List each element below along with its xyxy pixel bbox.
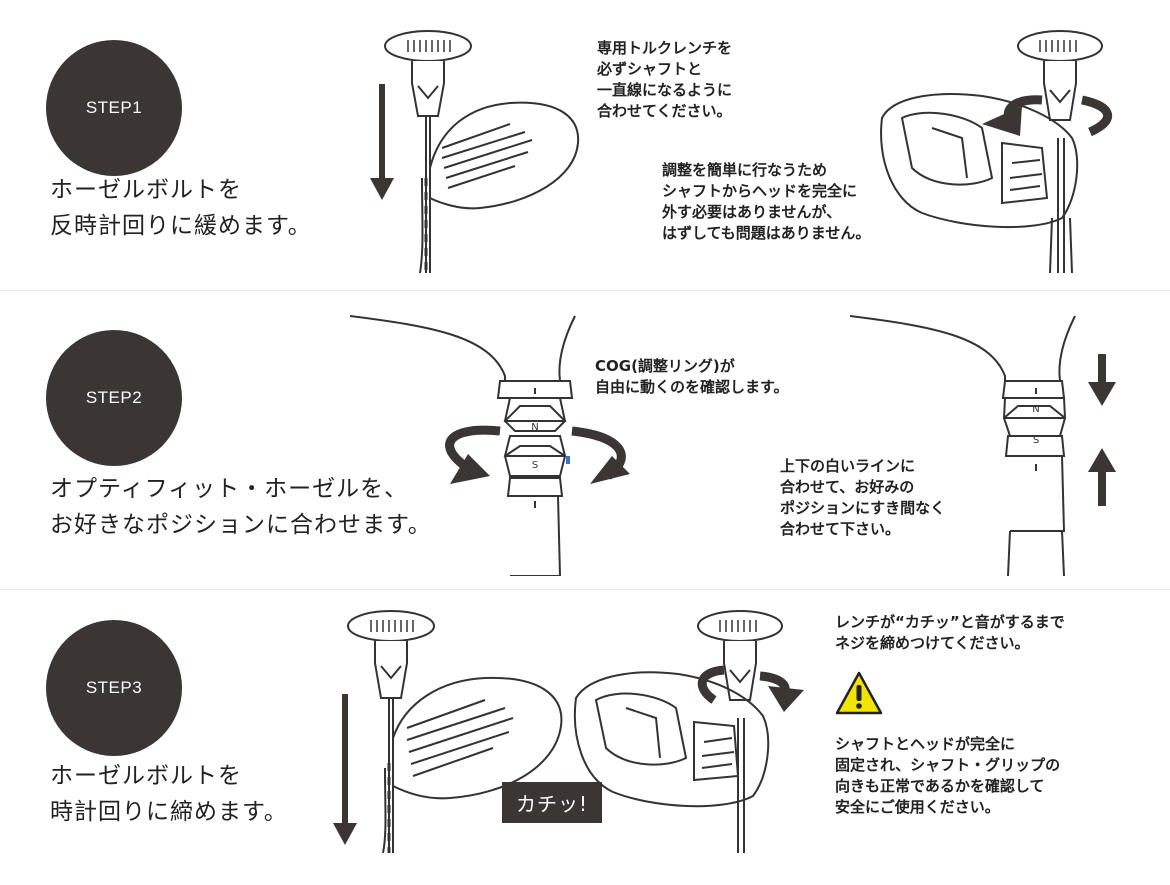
step2-note1: COG(調整リング)が 自由に動くのを確認します。	[595, 356, 789, 398]
step2-title-line2: お好きなポジションに合わせます。	[50, 512, 432, 538]
step2-hosel-align-illustration: N S	[850, 315, 1116, 576]
step3-badge-label: STEP3	[85, 678, 143, 697]
torque-wrench-icon	[697, 610, 783, 701]
step2-badge: STEP2	[46, 330, 182, 466]
up-arrow-icon	[1088, 448, 1116, 506]
step2-note2-line: 合わせて、お好みの	[780, 478, 915, 496]
step3-note2-line: 固定され、シャフト・グリップの	[835, 756, 1061, 774]
step1-note2-line: 外す必要はありませんが、	[662, 203, 842, 221]
step3-head-rotate-illustration	[573, 610, 804, 853]
step1-note1-line: 必ずシャフトと	[597, 60, 703, 78]
step2-title: オプティフィット・ホーゼルを、 お好きなポジションに合わせます。	[50, 471, 432, 543]
blue-alignment-mark	[566, 456, 570, 464]
step2-note1-line: 自由に動くのを確認します。	[595, 378, 789, 396]
step3-note2-line: 向きも正常であるかを確認して	[835, 777, 1045, 795]
step3-note1-line: ネジを締めつけてください。	[835, 634, 1030, 652]
step3-note1: レンチが“カチッ”と音がするまで ネジを締めつけてください。	[835, 612, 1065, 654]
step2-note1-line: COG(調整リング)が	[595, 357, 735, 375]
click-sound-label: カチッ!	[502, 782, 603, 823]
step1-note1-line: 専用トルクレンチを	[597, 39, 733, 57]
step1-note1: 専用トルクレンチを 必ずシャフトと 一直線になるように 合わせてください。	[597, 38, 732, 122]
step2-note2: 上下の白いラインに 合わせて、お好みの ポジションにすき間なく 合わせて下さい。	[780, 456, 945, 540]
section-divider	[0, 290, 1170, 291]
step3-title-line1: ホーゼルボルトを	[50, 763, 242, 789]
down-arrow-icon	[1088, 354, 1116, 406]
step2-hosel-rotate-illustration: N S	[350, 315, 630, 576]
step1-title: ホーゼルボルトを 反時計回りに緩めます。	[50, 172, 312, 244]
step1-note2: 調整を簡単に行なうため シャフトからヘッドを完全に 外す必要はありませんが、 は…	[662, 160, 870, 244]
step1-driver-wrench-illustration	[370, 30, 580, 273]
step3-driver-wrench-illustration	[333, 610, 563, 853]
step3-note2-line: 安全にご使用ください。	[835, 798, 1000, 816]
step2-note2-line: 上下の白いラインに	[780, 457, 916, 475]
step2-note2-line: ポジションにすき間なく	[780, 499, 946, 517]
step2-title-line1: オプティフィット・ホーゼルを、	[50, 476, 409, 502]
torque-wrench-icon	[384, 30, 472, 273]
rotate-arrow-icon	[697, 665, 804, 712]
step2-note2-line: 合わせて下さい。	[780, 520, 901, 538]
rotate-arrow-icon	[982, 95, 1113, 137]
torque-wrench-icon	[1017, 30, 1103, 121]
step3-note1-line: レンチが“カチッ”と音がするまで	[835, 613, 1065, 631]
down-arrow-icon	[333, 694, 357, 845]
step3-title: ホーゼルボルトを 時計回りに締めます。	[50, 758, 288, 830]
step1-title-line1: ホーゼルボルトを	[50, 177, 242, 203]
step2-badge-label: STEP2	[85, 388, 143, 407]
step3-note2: シャフトとヘッドが完全に 固定され、シャフト・グリップの 向きも正常であるかを確…	[835, 734, 1060, 818]
down-arrow-icon	[370, 84, 394, 200]
step1-badge-label: STEP1	[85, 98, 143, 117]
step3-note2-line: シャフトとヘッドが完全に	[835, 735, 1016, 753]
step3-title-line2: 時計回りに締めます。	[50, 799, 288, 825]
step1-title-line2: 反時計回りに緩めます。	[50, 213, 312, 239]
torque-wrench-icon	[347, 610, 435, 853]
ring-mark-s: S	[1033, 435, 1039, 446]
step3-badge: STEP3	[46, 620, 182, 756]
section-divider	[0, 589, 1170, 590]
step1-note1-line: 一直線になるように	[597, 81, 733, 99]
ring-mark-s: S	[532, 460, 538, 471]
ring-mark-n: N	[1032, 404, 1039, 415]
ring-mark-n: N	[531, 422, 538, 433]
rotate-arrow-icon	[445, 425, 630, 484]
warning-icon	[835, 671, 883, 715]
step1-badge: STEP1	[46, 40, 182, 176]
step1-note2-line: はずしても問題はありません。	[662, 224, 871, 242]
step1-note1-line: 合わせてください。	[597, 102, 732, 120]
step1-head-rotate-illustration	[880, 30, 1113, 273]
step1-note2-line: シャフトからヘッドを完全に	[662, 182, 858, 200]
step1-note2-line: 調整を簡単に行なうため	[662, 161, 828, 179]
